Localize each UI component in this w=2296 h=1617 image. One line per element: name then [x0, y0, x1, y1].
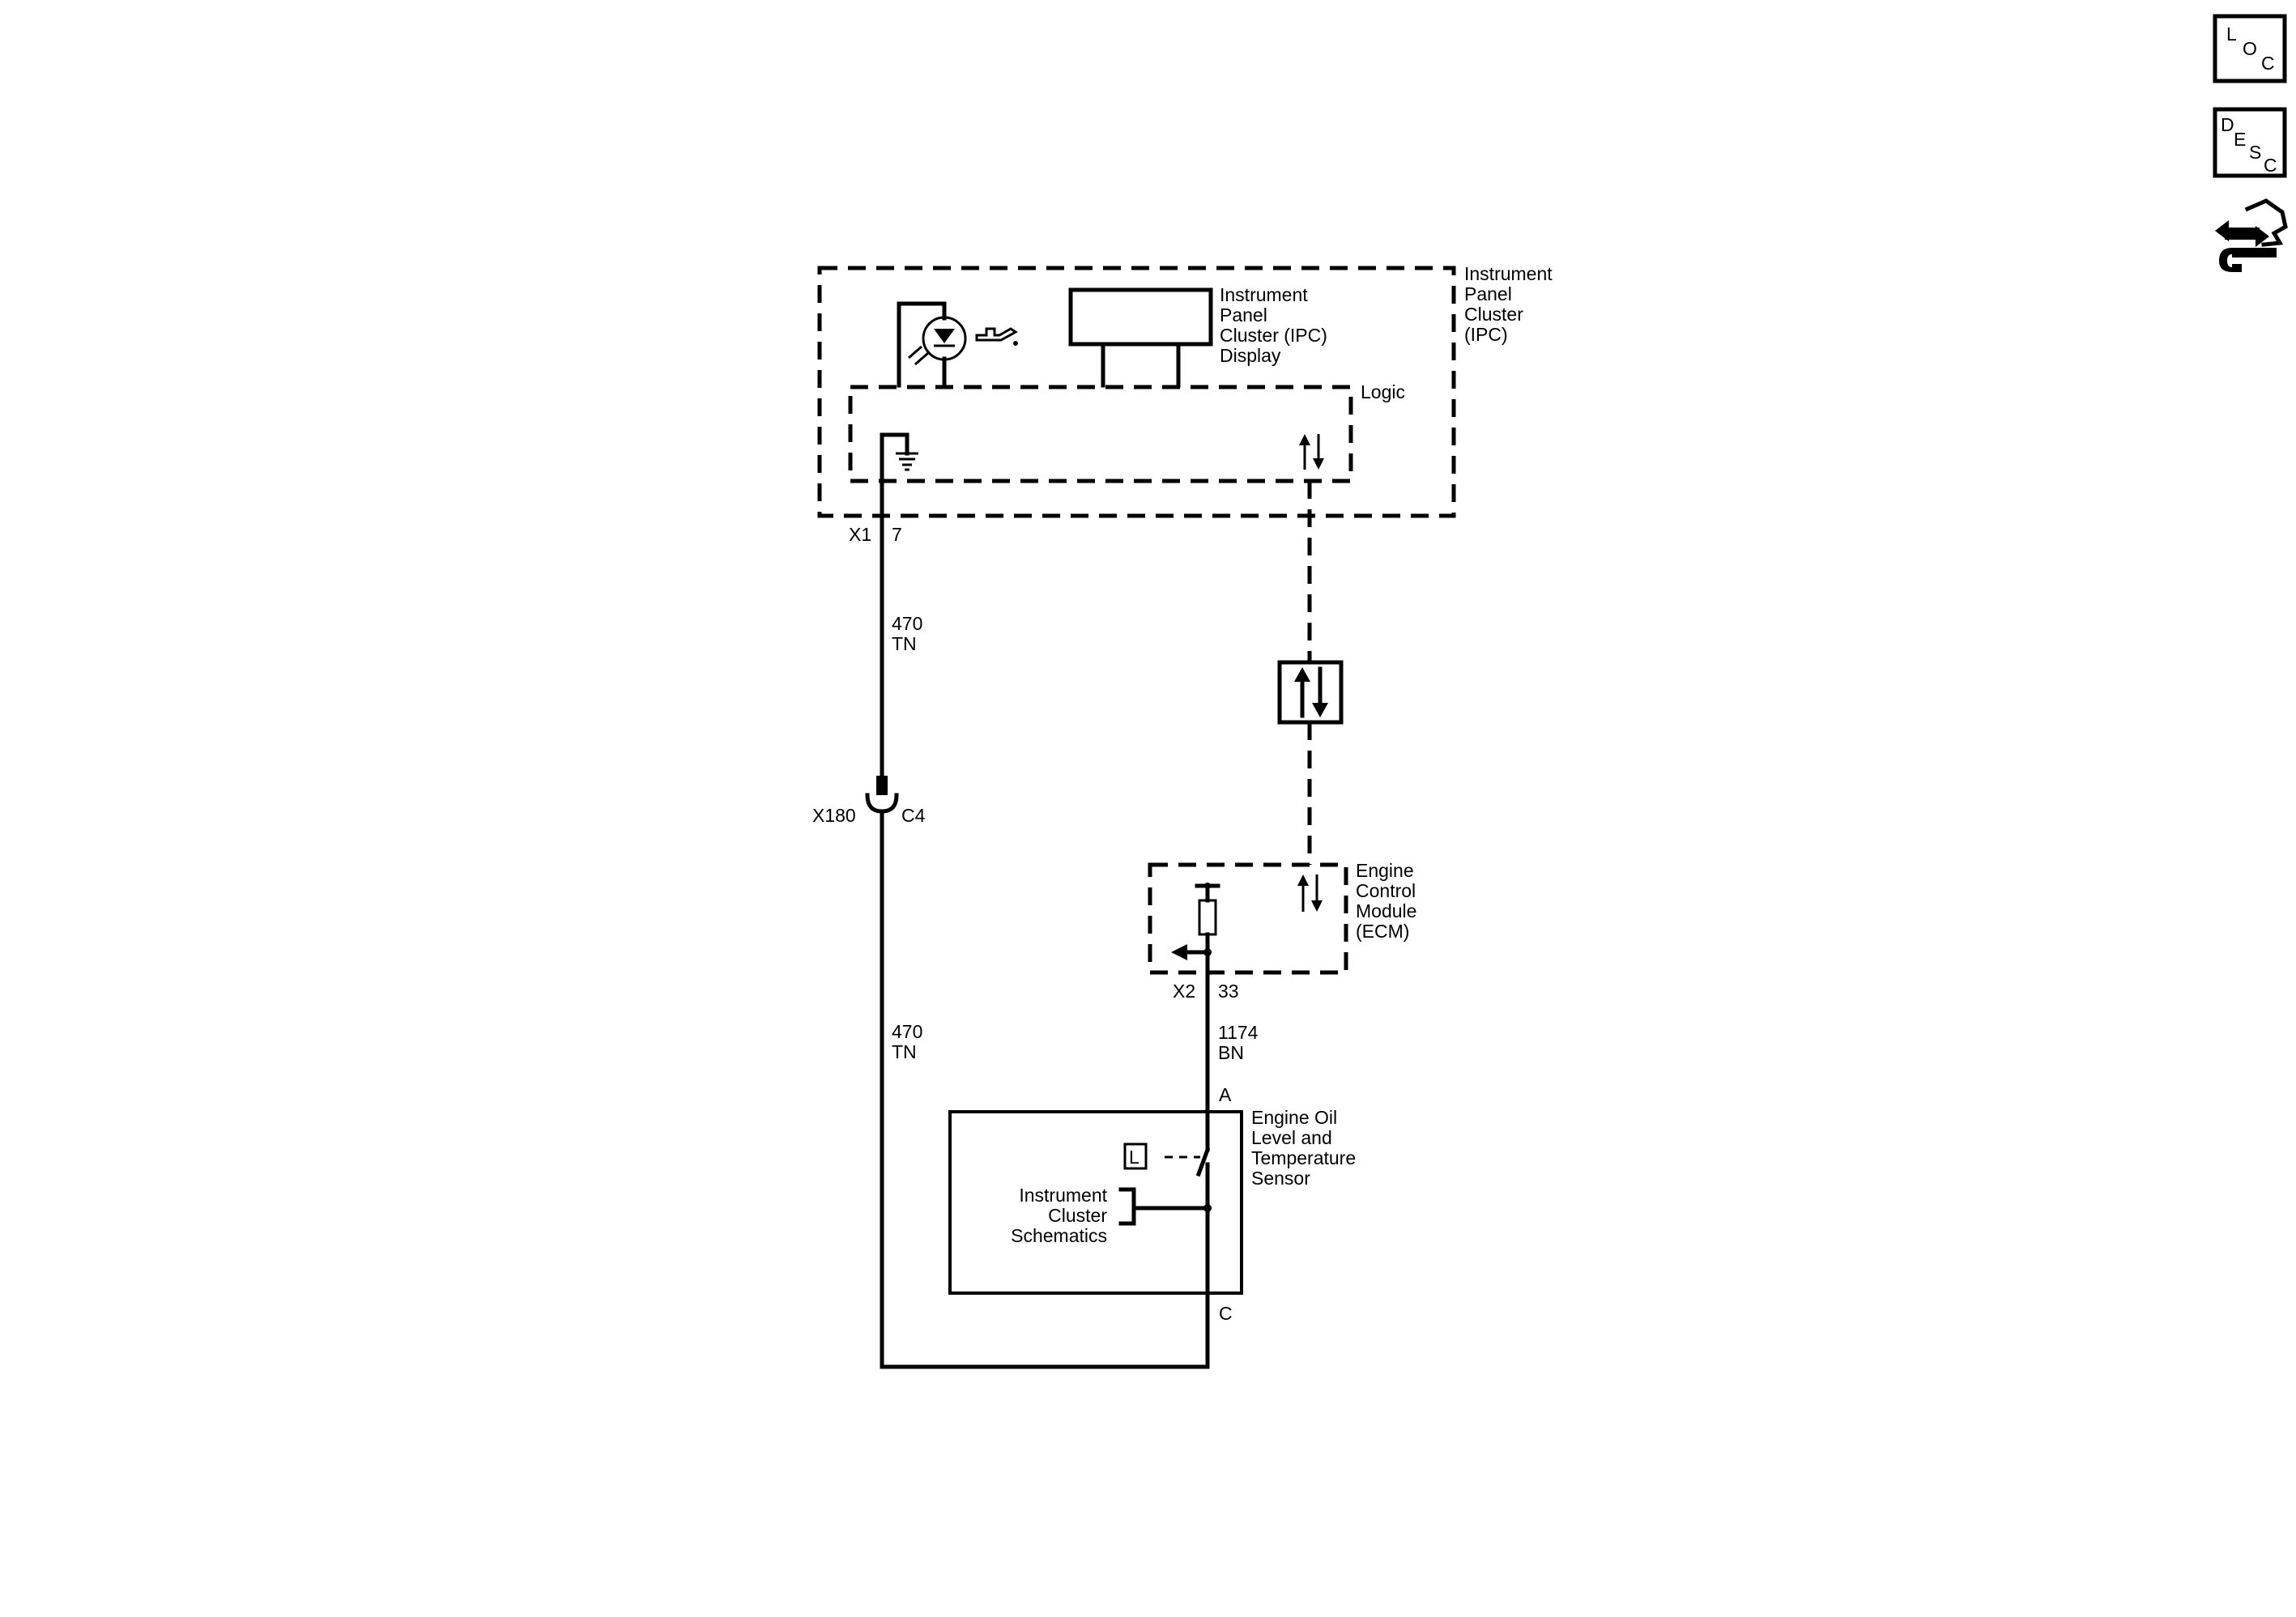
ipc-label: Instrument Panel Cluster (IPC) — [1464, 263, 1553, 345]
svg-text:Engine Oil: Engine Oil — [1251, 1107, 1337, 1128]
ref-label-line3: Schematics — [1011, 1225, 1107, 1246]
svg-text:Instrument: Instrument — [1464, 263, 1553, 284]
sensor-label: Engine Oil Level and Temperature Sensor — [1251, 1107, 1356, 1189]
ecm-label: Engine Control Module (ECM) — [1356, 860, 1416, 942]
wire-return-bottom — [880, 1291, 1210, 1369]
ipc-module-box — [817, 266, 1456, 518]
ecm-pullup-resistor — [1171, 883, 1220, 960]
loc-letter-c: C — [2261, 53, 2275, 74]
wire-signal-color: BN — [1218, 1042, 1244, 1063]
ref-label-line1: Instrument — [1019, 1185, 1107, 1206]
wire-lower-color: TN — [892, 1041, 917, 1062]
desc-letter-d: D — [2221, 114, 2234, 135]
sensor-box — [948, 1110, 1243, 1295]
connector-repair-icon[interactable] — [2215, 198, 2288, 272]
svg-text:Sensor: Sensor — [1251, 1168, 1310, 1189]
serial-data-arrows-icon — [1299, 434, 1324, 470]
svg-text:Cluster: Cluster — [1464, 304, 1523, 325]
wire-upper-color: TN — [892, 633, 917, 654]
loc-letter-l: L — [2226, 23, 2237, 45]
wire-signal-circuit: 1174 — [1218, 1022, 1259, 1043]
oil-indicator-led — [897, 301, 967, 388]
svg-text:Level and: Level and — [1251, 1127, 1332, 1148]
inline-connector-name: X180 — [812, 805, 856, 826]
svg-text:Cluster (IPC): Cluster (IPC) — [1220, 325, 1327, 346]
desc-button[interactable]: D E S C — [2213, 107, 2287, 178]
oil-can-icon — [975, 327, 1018, 346]
wire-lower-circuit: 470 — [892, 1021, 922, 1042]
wire-upper-circuit: 470 — [892, 613, 922, 634]
ipc-connector-label: X1 — [849, 524, 871, 545]
ipc-pin-label: 7 — [892, 524, 902, 545]
ipc-display-box — [1068, 287, 1213, 347]
ref-label-line2: Cluster — [1048, 1205, 1107, 1226]
svg-text:Instrument: Instrument — [1220, 284, 1308, 305]
level-symbol-box: L — [1123, 1143, 1148, 1170]
sensor-pin-a: A — [1219, 1084, 1232, 1105]
ecm-pin-label: 33 — [1218, 981, 1239, 1002]
oil-level-switch — [1165, 1147, 1212, 1296]
ipc-display-label: Instrument Panel Cluster (IPC) Display — [1220, 284, 1327, 366]
logic-label: Logic — [1361, 381, 1405, 402]
svg-text:Module: Module — [1356, 900, 1416, 921]
loc-letter-o: O — [2243, 38, 2257, 59]
svg-text:Temperature: Temperature — [1251, 1147, 1356, 1168]
logic-box — [848, 385, 1353, 483]
ecm-serial-data-arrows-icon — [1297, 874, 1323, 912]
inline-connector-x180 — [865, 776, 899, 814]
svg-text:Control: Control — [1356, 880, 1416, 901]
instrument-cluster-schematics-link[interactable]: Instrument Cluster Schematics — [1011, 1185, 1210, 1246]
sensor-pin-c: C — [1219, 1303, 1233, 1324]
svg-text:Display: Display — [1220, 345, 1281, 366]
inline-connector-pin: C4 — [901, 805, 926, 826]
serial-data-box — [1277, 660, 1344, 725]
desc-letter-c: C — [2264, 155, 2277, 176]
ecm-connector-label: X2 — [1173, 981, 1195, 1002]
svg-text:Panel: Panel — [1464, 283, 1512, 304]
loc-button[interactable]: L O C — [2213, 14, 2287, 83]
svg-text:Engine: Engine — [1356, 860, 1414, 881]
desc-letter-s: S — [2249, 142, 2261, 163]
svg-text:Panel: Panel — [1220, 304, 1267, 326]
ecm-module-box — [1148, 862, 1348, 975]
svg-text:(IPC): (IPC) — [1464, 324, 1508, 345]
desc-letter-e: E — [2234, 129, 2246, 150]
svg-text:(ECM): (ECM) — [1356, 921, 1409, 942]
svg-text:L: L — [1129, 1147, 1139, 1168]
ground-icon — [880, 432, 918, 518]
